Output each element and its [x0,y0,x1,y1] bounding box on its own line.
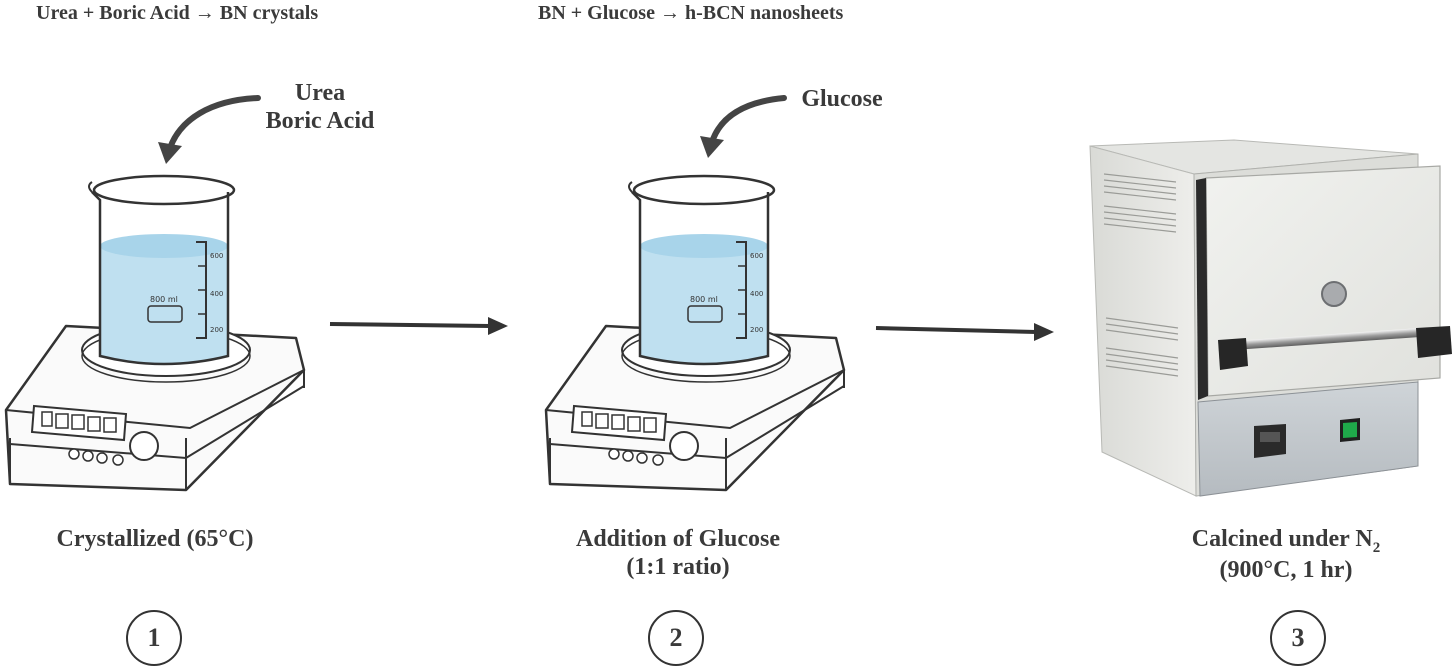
right-arrow-icon [875,323,1054,341]
reagent-urea: Urea [294,80,346,106]
reagent-boric-acid: Boric Acid [265,107,375,134]
caption-step2: Addition of Glucose (1:1 ratio) [540,526,816,581]
caption-step3-main: Calcined under N [1191,526,1373,552]
step-number-2: 2 [648,610,704,666]
tick-400: 400 [210,290,223,298]
step-number-3: 3 [1270,610,1326,666]
temperature-controller [1254,424,1286,458]
volume-label: 800 ml [690,295,718,304]
reaction-step1: Urea + Boric Acid → BN crystals [36,2,319,24]
caption-step3-line1: Calcined under N2 [1166,526,1406,557]
volume-label: 800 ml [150,295,178,304]
step-number-1: 1 [126,610,182,666]
reagent-labels-step1: Urea Boric Acid [250,80,390,135]
right-arrow-icon [329,317,508,335]
curved-arrow-icon [158,95,261,164]
display-panel [570,404,668,442]
tick-600: 600 [210,252,223,260]
caption-step2-line2: (1:1 ratio) [626,553,730,580]
tick-400: 400 [750,290,763,298]
reagent-glucose: Glucose [801,86,883,112]
display-panel [30,404,128,442]
beaker-icon: 600 400 200 800 ml [88,174,236,366]
caption-step3: Calcined under N2 (900°C, 1 hr) [1166,526,1406,585]
caption-step3-line2: (900°C, 1 hr) [1219,557,1353,584]
curved-arrow-icon [700,95,787,158]
caption-step2-line1: Addition of Glucose [575,526,781,552]
power-switch [1340,418,1360,442]
caption-step3-subscript: 2 [1372,539,1381,556]
tick-200: 200 [750,326,763,334]
beaker-icon: 600 400 200 800 ml [628,174,776,366]
caption-step1: Crystallized (65°C) [56,526,254,552]
reaction-step2: BN + Glucose → h-BCN nanosheets [538,2,844,24]
muffle-furnace-icon [1089,139,1452,497]
tick-200: 200 [210,326,223,334]
tick-600: 600 [750,252,763,260]
